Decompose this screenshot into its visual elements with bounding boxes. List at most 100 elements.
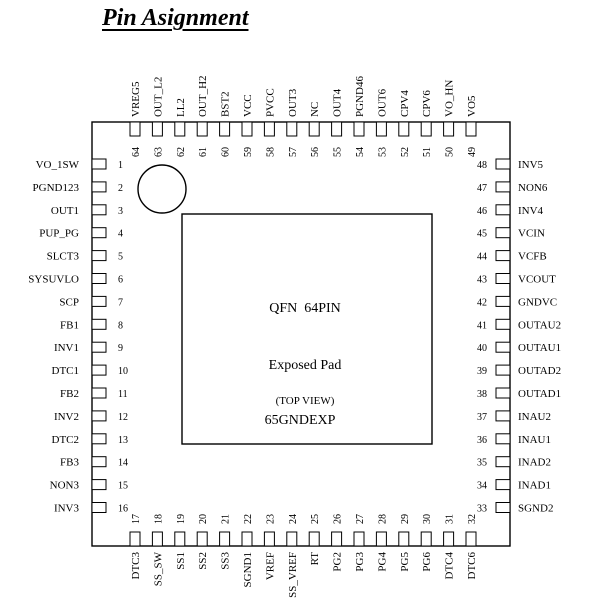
pin-name: PVCC <box>264 88 276 117</box>
pin-name: SYSUVLO <box>28 274 79 286</box>
pin-pad <box>398 121 410 137</box>
pin-name: NC <box>309 102 321 117</box>
pin-name: FB1 <box>60 319 79 331</box>
pin-name: DTC4 <box>444 552 456 580</box>
pin-number: 57 <box>288 147 299 157</box>
pin-name: OUTAU1 <box>518 342 561 354</box>
pin-name: INV4 <box>518 205 544 217</box>
pin-number: 53 <box>377 147 388 157</box>
pin-pad <box>495 456 511 468</box>
pin-number: 48 <box>477 160 487 171</box>
pin-name: NON3 <box>50 480 80 492</box>
pin-number: 63 <box>153 147 164 157</box>
pin-name: INV1 <box>54 342 79 354</box>
pin-name: PGND123 <box>33 182 80 194</box>
pin-pad <box>465 531 477 547</box>
pin-name: PG2 <box>332 552 344 572</box>
pin-name: VO_1SW <box>36 159 80 171</box>
pin-name: SS3 <box>220 552 232 570</box>
pin-name: VO_HN <box>444 80 456 117</box>
pin-number: 8 <box>118 320 123 331</box>
pin-number: 1 <box>118 160 123 171</box>
pin-number: 18 <box>153 514 164 524</box>
pin-number: 42 <box>477 297 487 308</box>
pin-name: PUP_PG <box>39 228 79 240</box>
pin-pad <box>263 121 275 137</box>
pin-pad <box>91 456 107 468</box>
pin-right-33: 33 SGND2 <box>477 502 553 515</box>
pin-pad <box>375 531 387 547</box>
pin-pad <box>91 273 107 284</box>
pin-name: SS2 <box>197 552 209 570</box>
pin-number: 37 <box>477 412 487 423</box>
pin-pad <box>495 479 511 491</box>
pin-name: INV3 <box>54 503 80 515</box>
pin-name: RT <box>309 552 321 566</box>
pin-pad <box>241 121 253 137</box>
pin-pad <box>443 531 455 547</box>
pin-number: 40 <box>477 343 487 354</box>
exposed-pad-label: Exposed Pad <box>269 358 342 373</box>
pin-name: SS_SW <box>152 551 164 586</box>
pin-number: 52 <box>400 147 411 157</box>
pin-name: OUT6 <box>376 88 388 117</box>
pin-name: FB3 <box>60 457 79 469</box>
pin-number: 3 <box>118 206 123 217</box>
pin-left-8: FB1 8 <box>60 318 123 331</box>
pin-pad <box>495 502 511 513</box>
pin-number: 50 <box>445 147 456 157</box>
pin-pad <box>308 121 320 137</box>
pin-name: OUT1 <box>51 205 79 217</box>
pin-number: 14 <box>118 458 128 469</box>
pin-name: PG4 <box>376 552 388 572</box>
pin-number: 13 <box>118 435 128 446</box>
pin-pad <box>331 121 343 137</box>
pin-name: SGND2 <box>518 503 553 515</box>
pin-pad <box>151 531 163 547</box>
pin-pad <box>495 295 511 307</box>
exposed-pad <box>181 213 433 445</box>
pin-name: INAD2 <box>518 457 551 469</box>
pin-name: OUT3 <box>287 88 299 117</box>
pin-name: SCP <box>59 296 79 308</box>
pin-number: 41 <box>477 320 487 331</box>
pin-name: INAU2 <box>518 411 551 423</box>
pin-number: 38 <box>477 389 487 400</box>
pin-pad <box>420 121 432 137</box>
pin-pad <box>495 273 511 284</box>
pin-number: 9 <box>118 343 123 354</box>
pin-pad <box>91 502 107 513</box>
pin-name: SGND1 <box>242 552 254 587</box>
pin-name: FB2 <box>60 388 79 400</box>
pin-number: 56 <box>310 147 321 157</box>
pin-number: 4 <box>118 229 123 240</box>
pin-number: 60 <box>221 147 232 157</box>
pin-pad <box>91 410 107 422</box>
pin-number: 55 <box>333 147 344 157</box>
pin-pad <box>91 295 107 307</box>
pin-pad <box>241 531 253 547</box>
pin-pad <box>91 227 107 239</box>
pin-pad <box>420 531 432 547</box>
pin-number: 20 <box>198 514 209 524</box>
pin-number: 33 <box>477 504 487 515</box>
pin-pad <box>495 158 511 170</box>
